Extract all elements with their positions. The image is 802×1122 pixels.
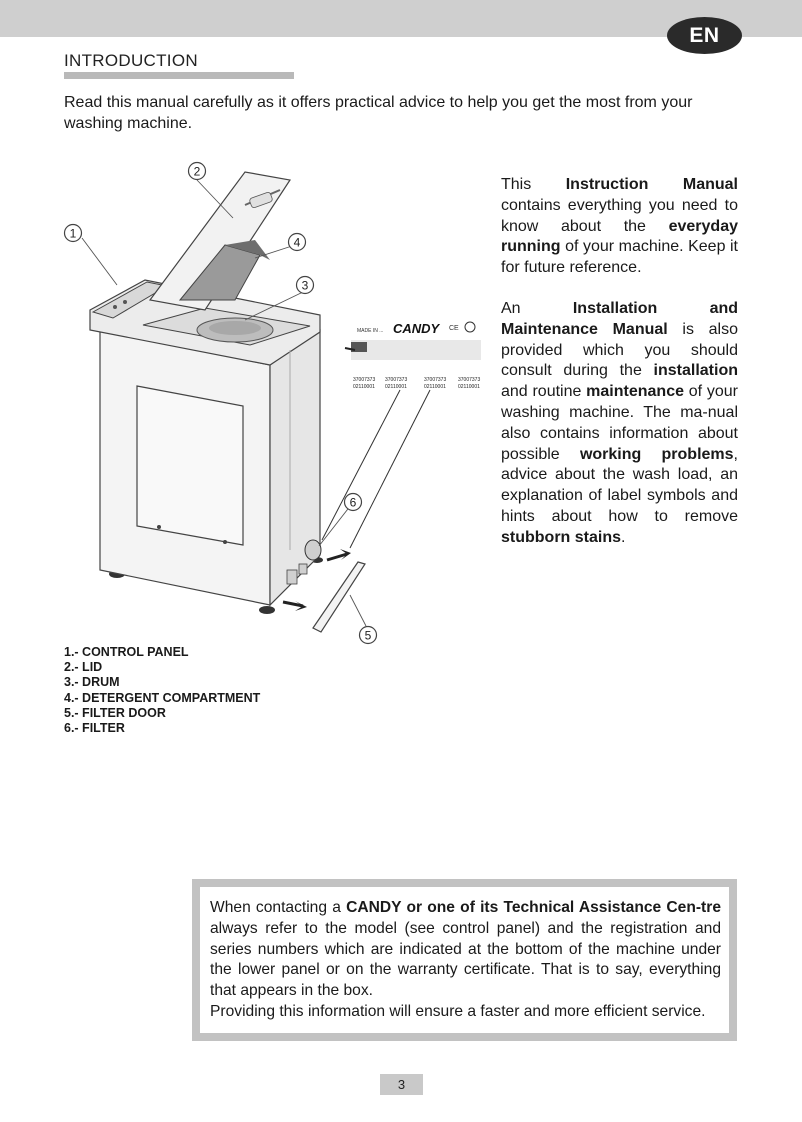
svg-text:02110001: 02110001 bbox=[353, 384, 375, 390]
text-run: contains everything you need to know abo… bbox=[501, 196, 738, 235]
svg-text:1: 1 bbox=[70, 227, 77, 241]
installation-manual-paragraph: An Installation and Maintenance Manual i… bbox=[501, 299, 738, 549]
svg-text:3: 3 bbox=[302, 279, 309, 293]
text-run: is also provided which you should consul… bbox=[501, 320, 738, 380]
section-title: INTRODUCTION bbox=[64, 51, 198, 70]
text-run: , advice about the wash load, an explana… bbox=[501, 445, 738, 525]
text-run: and routine bbox=[501, 383, 587, 401]
legend-item: 3.- DRUM bbox=[64, 675, 120, 690]
notice-box bbox=[192, 879, 737, 1041]
washing-machine-figure: MADE IN ... CANDY CE 37007373 37007373 3… bbox=[63, 161, 481, 645]
legend-item: 6.- FILTER bbox=[64, 721, 125, 736]
text-run: . bbox=[621, 528, 626, 546]
legend-item: 4.- DETERGENT COMPARTMENT bbox=[64, 690, 261, 705]
bold-text-run: installation bbox=[653, 362, 738, 380]
svg-text:02110001: 02110001 bbox=[424, 384, 446, 390]
svg-text:37007373: 37007373 bbox=[424, 377, 446, 383]
bold-text-run: everyday running bbox=[501, 217, 738, 256]
text-run: of your washing machine. The ma-nual als… bbox=[501, 383, 738, 463]
text-run: When contacting a bbox=[210, 899, 347, 916]
svg-text:CE: CE bbox=[449, 325, 459, 332]
language-badge: EN bbox=[667, 17, 742, 54]
intro-paragraph: Read this manual carefully as it offers … bbox=[64, 94, 693, 132]
bold-text-run: Installation and Maintenance Manual bbox=[501, 300, 739, 338]
legend-item: 2.- LID bbox=[64, 660, 103, 675]
callout-6: 6 bbox=[343, 492, 363, 512]
svg-text:02110001: 02110001 bbox=[385, 384, 407, 390]
text-run: of your machine. Keep it for future refe… bbox=[501, 238, 738, 277]
text-run: always refer to the model (see control p… bbox=[210, 919, 721, 1000]
svg-text:37007373: 37007373 bbox=[385, 377, 407, 383]
instruction-manual-paragraph: This Instruction Manual contains everyth… bbox=[501, 175, 738, 279]
bold-text-run: Instruction Manual bbox=[565, 176, 738, 193]
text-run: Providing this information will ensure a… bbox=[210, 1002, 706, 1020]
rating-plate-brand: CANDY bbox=[393, 321, 441, 336]
parts-legend: 1.- CONTROL PANEL 2.- LID 3.- DRUM 4.- D… bbox=[64, 645, 260, 736]
title-underline bbox=[64, 72, 294, 79]
rating-plate: MADE IN ... CANDY CE 37007373 37007373 3… bbox=[344, 321, 481, 390]
bold-text-run: stubborn stains bbox=[501, 528, 622, 546]
legend-item: 1.- CONTROL PANEL bbox=[64, 645, 189, 659]
bold-text-run: CANDY or one of its Technical Assistance… bbox=[346, 899, 721, 916]
callout-2: 2 bbox=[187, 161, 207, 181]
bold-text-run: maintenance bbox=[586, 383, 684, 401]
notice-text: When contacting a CANDY or one of its Te… bbox=[210, 898, 721, 1023]
bold-text-run: working problems bbox=[579, 445, 734, 463]
text-run: An bbox=[501, 300, 573, 317]
page-number: 3 bbox=[380, 1074, 423, 1095]
svg-text:02110001: 02110001 bbox=[458, 384, 480, 390]
svg-text:37007373: 37007373 bbox=[353, 377, 375, 383]
text-run: This bbox=[501, 176, 566, 193]
svg-text:4: 4 bbox=[294, 236, 301, 250]
callout-4: 4 bbox=[287, 232, 307, 252]
svg-text:37007373: 37007373 bbox=[458, 377, 480, 383]
callout-5: 5 bbox=[358, 625, 378, 645]
svg-text:5: 5 bbox=[365, 629, 372, 643]
callout-3: 3 bbox=[295, 275, 315, 295]
svg-text:2: 2 bbox=[194, 165, 201, 179]
svg-text:MADE IN ...: MADE IN ... bbox=[357, 328, 383, 334]
legend-item: 5.- FILTER DOOR bbox=[64, 705, 166, 720]
svg-text:6: 6 bbox=[350, 496, 357, 510]
callout-1: 1 bbox=[63, 223, 83, 243]
